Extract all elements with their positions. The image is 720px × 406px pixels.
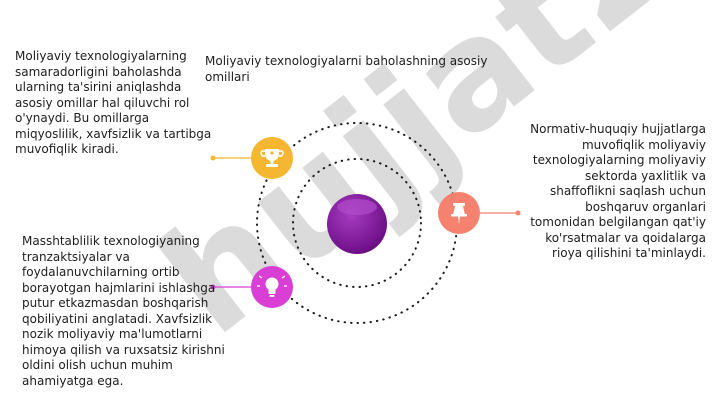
connector-right-dot (515, 210, 521, 216)
connector-bottom-left-dot (210, 284, 216, 290)
diagram-title: Moliyaviy texnologiyalarni baholashning … (205, 54, 488, 84)
node-trophy (251, 137, 293, 179)
node-pushpin (438, 192, 480, 234)
node-lightbulb (251, 266, 293, 308)
text-block-top-left: Moliyaviy texnologiyalarning samaradorli… (15, 49, 212, 156)
center-sphere-highlight (337, 199, 377, 215)
connector-top-left-dot (210, 155, 216, 161)
trophy-icon (260, 149, 284, 167)
inner-orbit-ring (292, 158, 422, 288)
lightbulb-icon (257, 275, 287, 297)
text-block-bottom-left: Masshtablilik texnologiyaning tranzaktsi… (22, 234, 225, 388)
pushpin-icon (451, 203, 467, 224)
text-block-right: Normativ-huquqiy hujjatlarga muvofiqlik … (530, 122, 706, 260)
